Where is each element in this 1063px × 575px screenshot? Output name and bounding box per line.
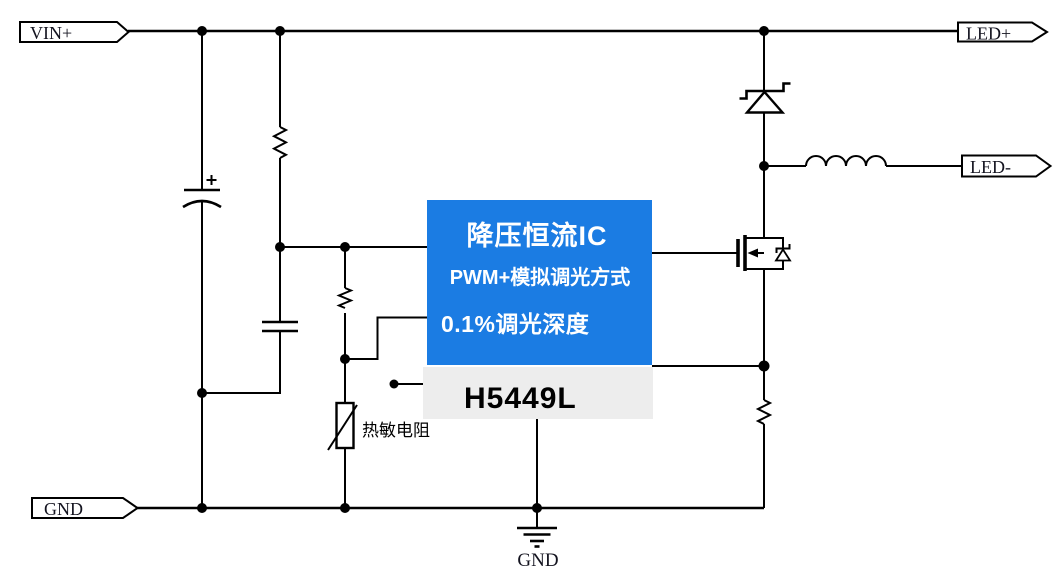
wire-step-to-ic-left-pin2 [345,316,428,360]
ic-part-box [423,367,653,419]
thermistor-label: 热敏电阻 [362,421,430,440]
net-flag-shape [957,21,1049,43]
junction-dot [197,388,207,398]
ic-block: 降压恒流IC PWM+模拟调光方式 0.1%调光深度 H5449L [423,200,653,419]
junction-dot [759,161,769,171]
net-flag-label: GND [44,499,83,519]
net-flag-led-minus: LED- [961,154,1053,178]
thermistor-body [335,401,355,450]
body-diode-triangle [774,247,792,262]
net-flag-shape [19,21,131,43]
junction-dot [758,360,770,372]
cap-plate-curved [182,199,222,209]
ground-symbol-label: GND [517,550,558,571]
resistor-r1 [271,126,289,159]
net-flag-led-plus: LED+ [957,21,1049,44]
ic-title: 降压恒流IC [467,221,608,251]
junction-dot [759,26,769,36]
ceramic-capacitor [262,320,298,333]
mosfet-arrow-head [747,248,758,258]
ic-feature-box [427,200,652,365]
ic-part-number: H5449L [464,382,577,415]
net-flag-label: VIN+ [30,23,72,43]
ic-feature: 0.1%调光深度 [441,311,590,337]
inductor [805,155,887,167]
junction-dots [197,26,770,513]
junction-dot [197,26,207,36]
wires [128,29,962,527]
diode-triangle [744,90,786,114]
junction-dot [340,242,350,252]
schottky-diode [739,82,791,114]
resistor-rsense [755,399,773,425]
net-flag-label: LED+ [966,24,1011,44]
body-diode-top-link [764,237,784,248]
wire-cap2-to-cin [202,331,281,394]
junction-dot [275,26,285,36]
net-flag-label: LED- [970,157,1011,177]
thermistor [327,401,358,451]
resistor-r2 [336,287,354,309]
junction-dot [275,242,285,252]
junction-dot [197,503,207,513]
mosfet [736,235,792,271]
thermistor-strike [327,404,358,451]
junction-dot [340,503,350,513]
net-flag-shape [31,497,140,519]
net-flag-shape [961,154,1053,178]
electrolytic-capacitor [182,175,222,209]
net-flag-vin-plus: VIN+ [19,21,131,43]
junction-dot [532,503,542,513]
junction-dot [389,379,399,389]
body-diode-bottom-link [764,260,784,270]
ic-subtitle: PWM+模拟调光方式 [450,265,631,289]
plus-polarity-icon [206,175,217,185]
net-flag-gnd: GND [31,497,140,519]
junction-dot [340,354,350,364]
ground-symbol [517,526,557,548]
